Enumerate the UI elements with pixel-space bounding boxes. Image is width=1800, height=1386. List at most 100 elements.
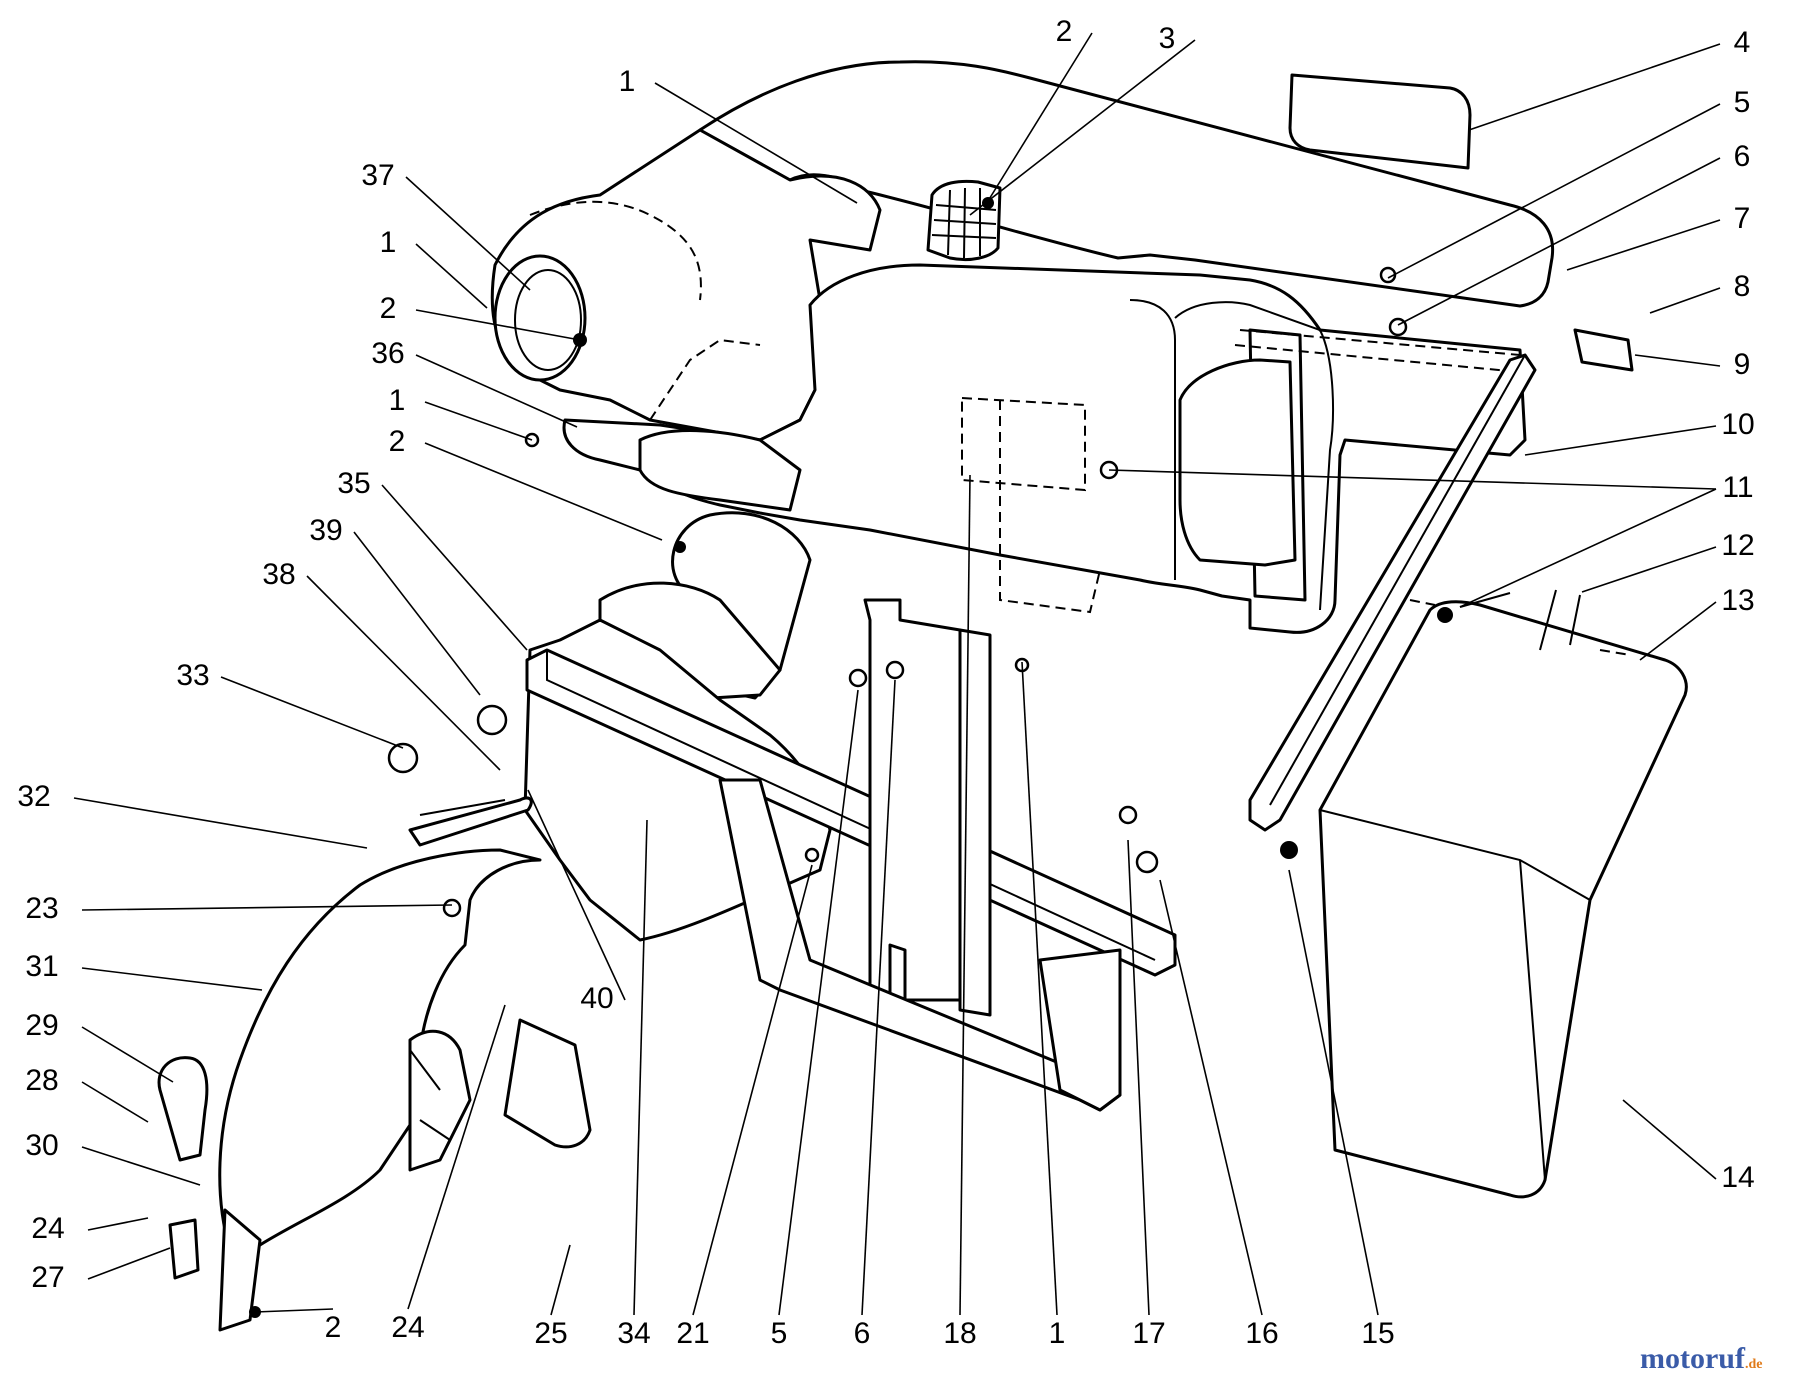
callout-label-1: 1: [619, 65, 636, 98]
callout-label-34: 34: [617, 1317, 650, 1350]
screen: [926, 179, 1002, 262]
callout-label-11: 11: [1722, 471, 1753, 504]
callout-label-30: 30: [25, 1129, 58, 1162]
bagger-hood: [490, 60, 1555, 634]
handle: [408, 796, 533, 847]
callout-label-37: 37: [361, 159, 394, 192]
callout-label-7: 7: [1734, 202, 1751, 235]
callout-label-32: 32: [17, 780, 50, 813]
callout-leader-5b: [778, 689, 859, 1316]
callout-label-40: 40: [580, 982, 613, 1015]
callout-leader-38: [306, 575, 501, 771]
right-tube: [1248, 353, 1537, 832]
watermark-suffix: .de: [1745, 1357, 1763, 1372]
callout-leader-14: [1622, 1099, 1717, 1180]
callout-label-25: 25: [534, 1317, 567, 1350]
callout-leader-15: [1288, 869, 1379, 1316]
callout-label-28: 28: [25, 1064, 58, 1097]
callout-label-6: 6: [1734, 140, 1751, 173]
callout-leader-9: [1634, 354, 1721, 367]
callout-label-6b: 6: [854, 1317, 871, 1350]
watermark-text: motoruf: [1640, 1342, 1746, 1375]
callout-label-16: 16: [1245, 1317, 1278, 1350]
callout-label-38: 38: [262, 558, 295, 591]
callout-label-21: 21: [676, 1317, 709, 1350]
callout-leader-37: [405, 176, 531, 291]
callout-label-9: 9: [1734, 348, 1751, 381]
callout-leader-13: [1639, 601, 1717, 661]
callout-leader-12: [1581, 546, 1717, 593]
callout-label-17: 17: [1132, 1317, 1165, 1350]
callout-label-5: 5: [1734, 86, 1751, 119]
watermark-logo: motoruf.de: [1640, 1342, 1762, 1375]
callout-leader-27: [87, 1247, 171, 1280]
grass-bag: [1318, 599, 1688, 1199]
callout-leader-36: [415, 354, 578, 428]
callout-leader-16: [1159, 879, 1263, 1316]
callout-label-12: 12: [1721, 529, 1754, 562]
callout-label-14: 14: [1721, 1161, 1754, 1194]
callout-label-1c: 1: [1049, 1317, 1066, 1350]
callout-leader-17: [1127, 839, 1150, 1316]
callout-label-24b: 24: [31, 1212, 64, 1245]
callout-label-10: 10: [1721, 408, 1754, 441]
callout-label-2b: 2: [325, 1311, 342, 1344]
callout-leader-25: [550, 1244, 571, 1316]
callout-leader-4: [1468, 43, 1721, 131]
callout-leader-6: [1397, 157, 1721, 326]
callout-leader-2b: [254, 1308, 334, 1313]
cover-plate: [1288, 73, 1472, 170]
callout-leader-1c: [1021, 661, 1058, 1316]
callout-leader-3: [969, 39, 1196, 216]
callout-leader-34: [633, 819, 648, 1316]
callout-leader-10: [1524, 425, 1717, 456]
callout-label-23: 23: [25, 892, 58, 925]
callout-label-1d: 1: [389, 384, 406, 417]
lower-support: [718, 778, 1122, 1112]
callout-leader-29: [81, 1026, 174, 1083]
callout-label-36: 36: [371, 337, 404, 370]
callout-label-2c: 2: [389, 425, 406, 458]
callout-label-2: 2: [1056, 15, 1073, 48]
callout-label-15: 15: [1361, 1317, 1394, 1350]
callout-label-35: 35: [337, 467, 370, 500]
callout-leader-28: [81, 1081, 149, 1123]
callout-leader-6b: [861, 679, 896, 1316]
callout-leader-11: [1108, 469, 1717, 490]
callout-leader-5: [1387, 103, 1721, 279]
callout-leader-8: [1649, 287, 1721, 314]
callout-label-5b: 5: [771, 1317, 788, 1350]
callout-leader-1d: [424, 401, 533, 441]
callout-leader-24b: [87, 1217, 149, 1231]
callout-leader-21: [692, 864, 813, 1316]
callout-leader-2d: [415, 309, 581, 341]
callout-label-13: 13: [1721, 584, 1754, 617]
callout-leader-32: [73, 797, 368, 849]
rear-hood: [218, 848, 592, 1332]
callout-leader-2: [987, 32, 1093, 202]
callout-leader-1: [654, 82, 858, 204]
callout-label-8: 8: [1734, 270, 1751, 303]
callout-leader-31: [81, 967, 263, 991]
callout-label-33: 33: [176, 659, 209, 692]
callout-leader-18: [959, 474, 971, 1316]
latch-assembly: [157, 1056, 209, 1280]
callout-leader-30: [81, 1146, 201, 1186]
callout-label-4: 4: [1734, 26, 1751, 59]
callout-label-31: 31: [25, 950, 58, 983]
callout-leader-24: [407, 1004, 506, 1310]
callout-leader-1e: [415, 243, 488, 309]
callout-leader-39: [353, 531, 481, 696]
callout-leader-23: [81, 904, 453, 911]
callout-leader-40: [527, 789, 626, 1001]
callout-leader-7: [1566, 219, 1721, 271]
upright-bracket: [863, 598, 992, 1017]
callout-label-27: 27: [31, 1261, 64, 1294]
callout-label-1e: 1: [380, 226, 397, 259]
callout-leader-33: [220, 676, 404, 749]
callout-label-24: 24: [391, 1311, 424, 1344]
callout-label-29: 29: [25, 1009, 58, 1042]
callout-label-18: 18: [943, 1317, 976, 1350]
